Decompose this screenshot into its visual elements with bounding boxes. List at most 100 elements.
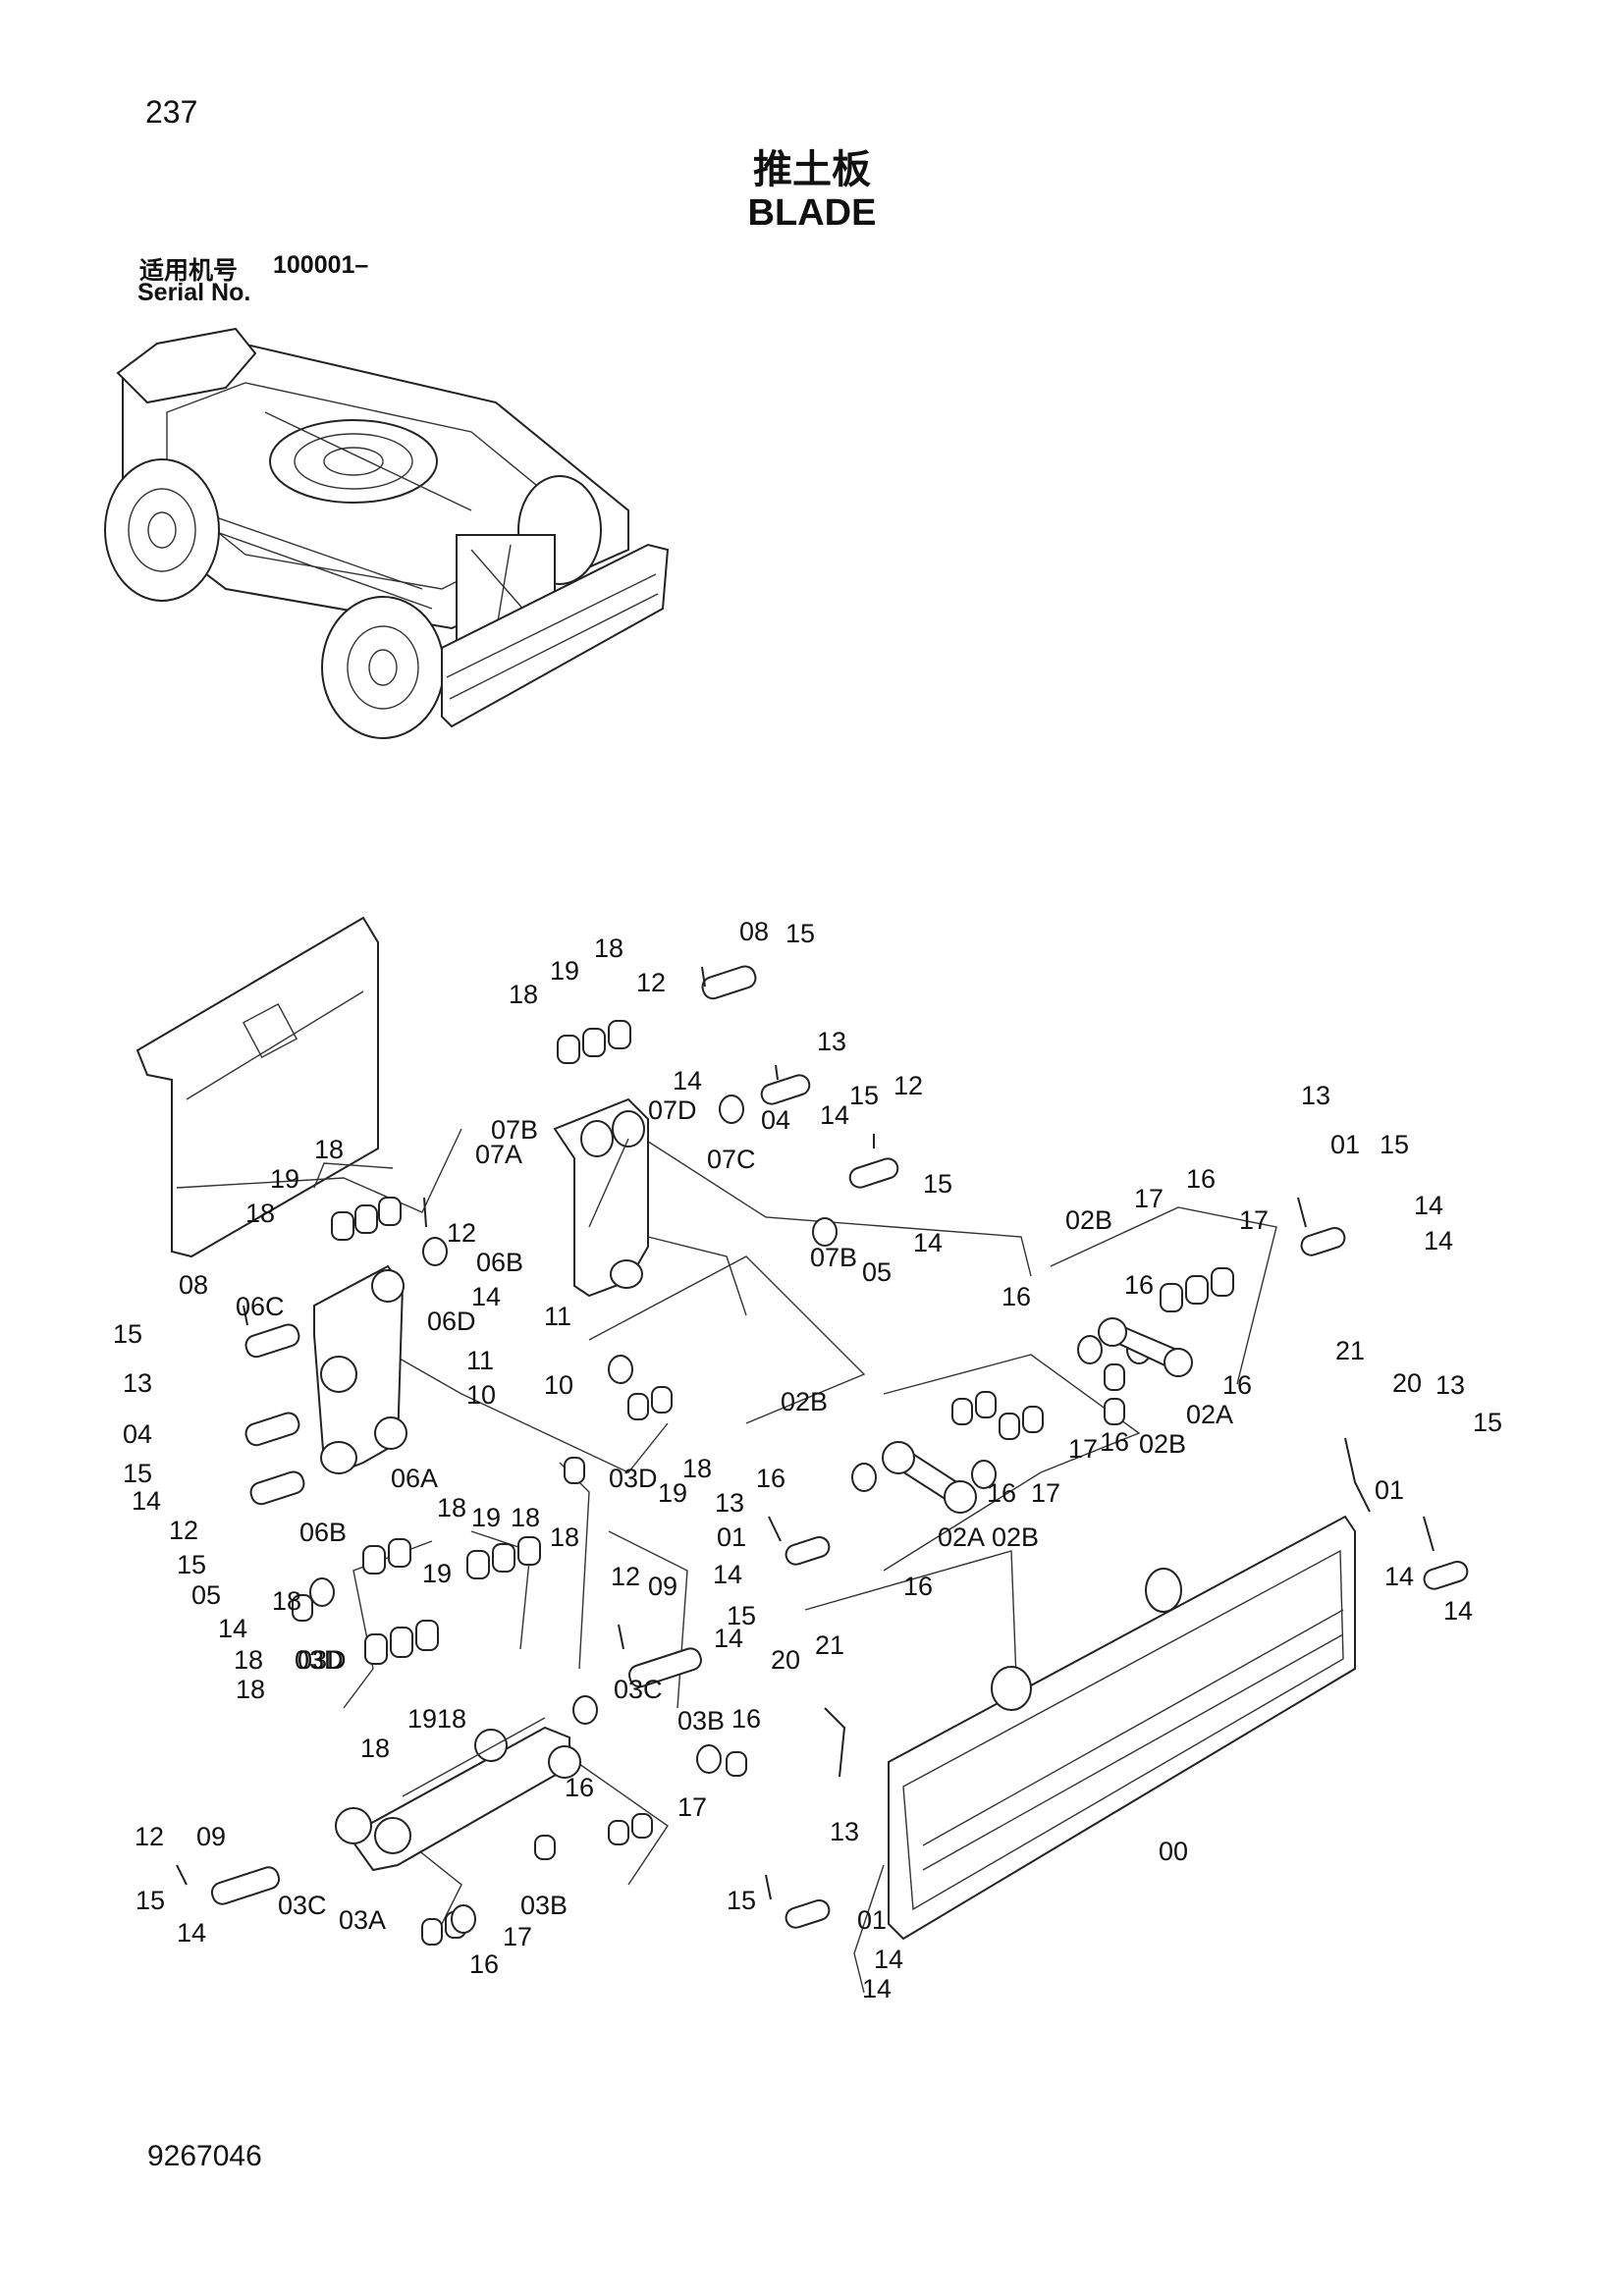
part-callout-label: 14 xyxy=(132,1486,161,1516)
part-callout-label: 17 xyxy=(677,1792,707,1822)
part-callout-label: 12 xyxy=(893,1071,923,1100)
part-callout-label: 15 xyxy=(1473,1408,1502,1437)
pin-group xyxy=(210,965,1469,1929)
part-callout-label: 07B xyxy=(810,1243,857,1272)
part-callout-label: 16 xyxy=(1222,1370,1252,1400)
page-title-english: BLADE xyxy=(747,192,877,234)
part-callout-label: 09 xyxy=(648,1572,677,1601)
part-callout-label: 12 xyxy=(611,1562,640,1591)
part-callout-label: 03B xyxy=(677,1706,725,1735)
part-callout-label: 03D xyxy=(298,1645,347,1675)
part-callout-label: 16 xyxy=(1124,1270,1154,1300)
part-callout-label: 13 xyxy=(817,1027,846,1056)
part-callout-label: 06B xyxy=(476,1248,523,1277)
part-callout-label: 19 xyxy=(471,1503,501,1532)
part-callout-label: 21 xyxy=(1335,1336,1365,1365)
part-callout-label: 02B xyxy=(781,1387,828,1416)
part-callout-label: 18 xyxy=(682,1454,712,1483)
part-callout-label: 15 xyxy=(113,1319,142,1349)
part-callout-label: 04 xyxy=(123,1419,152,1449)
part-callout-label: 00 xyxy=(1159,1837,1188,1866)
part-callout-label: 08 xyxy=(739,917,769,946)
part-callout-label: 19 xyxy=(407,1704,437,1734)
part-callout-label: 14 xyxy=(177,1918,206,1948)
part-callout-label: 06D xyxy=(427,1307,476,1336)
part-callout-label: 16 xyxy=(565,1773,594,1802)
part-callout-label: 20 xyxy=(1392,1368,1422,1398)
part-callout-label: 16 xyxy=(1001,1282,1031,1311)
part-callout-label: 18 xyxy=(272,1586,301,1616)
part-callout-label: 18 xyxy=(509,980,538,1009)
part-callout-label: 17 xyxy=(1134,1184,1164,1213)
part-callout-label: 01 xyxy=(857,1905,887,1935)
part-callout-label: 02A xyxy=(1186,1400,1233,1429)
part-callout-label: 21 xyxy=(815,1630,844,1660)
part-callout-label: 02B xyxy=(992,1522,1039,1552)
machine-overview-illustration xyxy=(104,327,670,739)
part-callout-label: 05 xyxy=(862,1257,892,1287)
part-callout-label: 15 xyxy=(785,919,815,948)
part-callout-label: 13 xyxy=(123,1368,152,1398)
blade-exploded-view xyxy=(135,916,1469,1994)
part-callout-label: 14 xyxy=(1443,1596,1473,1626)
part-callout-label: 16 xyxy=(903,1572,933,1601)
part-callout-label: 16 xyxy=(1100,1427,1129,1457)
part-callout-label: 17 xyxy=(1031,1478,1060,1508)
part-callout-label: 17 xyxy=(1068,1434,1098,1464)
part-callout-label: 14 xyxy=(471,1282,501,1311)
part-callout-label: 19 xyxy=(422,1559,452,1588)
part-callout-label: 07D xyxy=(648,1095,697,1125)
part-callout-label: 07A xyxy=(475,1140,522,1169)
part-callout-label: 17 xyxy=(1239,1205,1269,1235)
part-callout-label: 15 xyxy=(923,1169,952,1199)
small-hardware xyxy=(176,966,1435,1900)
part-callout-label: 15 xyxy=(177,1550,206,1579)
part-callout-label: 14 xyxy=(218,1614,247,1643)
part-callout-label: 14 xyxy=(714,1624,743,1653)
part-callout-label: 19 xyxy=(658,1478,687,1508)
part-callout-label: 16 xyxy=(469,1949,499,1979)
part-callout-label: 06B xyxy=(299,1518,347,1547)
part-callout-label: 13 xyxy=(1435,1370,1465,1400)
part-callout-label: 13 xyxy=(1301,1081,1330,1110)
serial-number-value: 100001– xyxy=(273,251,369,279)
part-callout-label: 18 xyxy=(437,1704,466,1734)
part-callout-label: 03C xyxy=(278,1891,327,1920)
part-callout-label: 03B xyxy=(520,1891,568,1920)
part-callout-label: 19 xyxy=(270,1164,299,1194)
part-callout-label: 16 xyxy=(731,1704,761,1734)
part-callout-label: 15 xyxy=(1380,1130,1409,1159)
part-callout-label: 15 xyxy=(123,1459,152,1488)
part-callout-label: 03A xyxy=(339,1905,386,1935)
part-callout-label: 07B xyxy=(491,1115,538,1145)
part-callout-label: 16 xyxy=(756,1464,785,1493)
part-callout-label: 14 xyxy=(1414,1191,1443,1220)
part-callout-label: 14 xyxy=(1424,1226,1453,1255)
part-callout-label: 18 xyxy=(234,1645,263,1675)
part-callout-label: 15 xyxy=(727,1886,756,1915)
part-callout-label: 03D xyxy=(295,1645,344,1675)
part-callout-label: 09 xyxy=(196,1822,226,1851)
part-callout-label: 01 xyxy=(1330,1130,1360,1159)
part-callout-label: 10 xyxy=(466,1380,496,1410)
part-callout-label: 12 xyxy=(169,1516,198,1545)
part-callout-label: 18 xyxy=(594,934,623,963)
part-callout-label: 16 xyxy=(987,1478,1016,1508)
part-callout-label: 17 xyxy=(503,1922,532,1951)
part-callout-label: 02B xyxy=(1065,1205,1112,1235)
part-callout-label: 18 xyxy=(437,1493,466,1522)
part-callout-label: 18 xyxy=(550,1522,579,1552)
part-callout-label: 14 xyxy=(820,1100,849,1130)
part-callout-label: 16 xyxy=(1186,1164,1216,1194)
part-callout-label: 18 xyxy=(511,1503,540,1532)
part-callout-label: 14 xyxy=(874,1945,903,1974)
part-callout-label: 10 xyxy=(544,1370,573,1400)
part-callout-label: 14 xyxy=(862,1974,892,2003)
part-callout-label: 12 xyxy=(636,968,666,997)
part-callout-label: 01 xyxy=(1375,1475,1404,1505)
part-callout-label: 14 xyxy=(1384,1562,1414,1591)
part-callout-label: 11 xyxy=(544,1302,571,1331)
part-callout-label: 05 xyxy=(191,1580,221,1610)
part-callout-label: 03D xyxy=(609,1464,658,1493)
part-callout-label: 06C xyxy=(236,1292,285,1321)
